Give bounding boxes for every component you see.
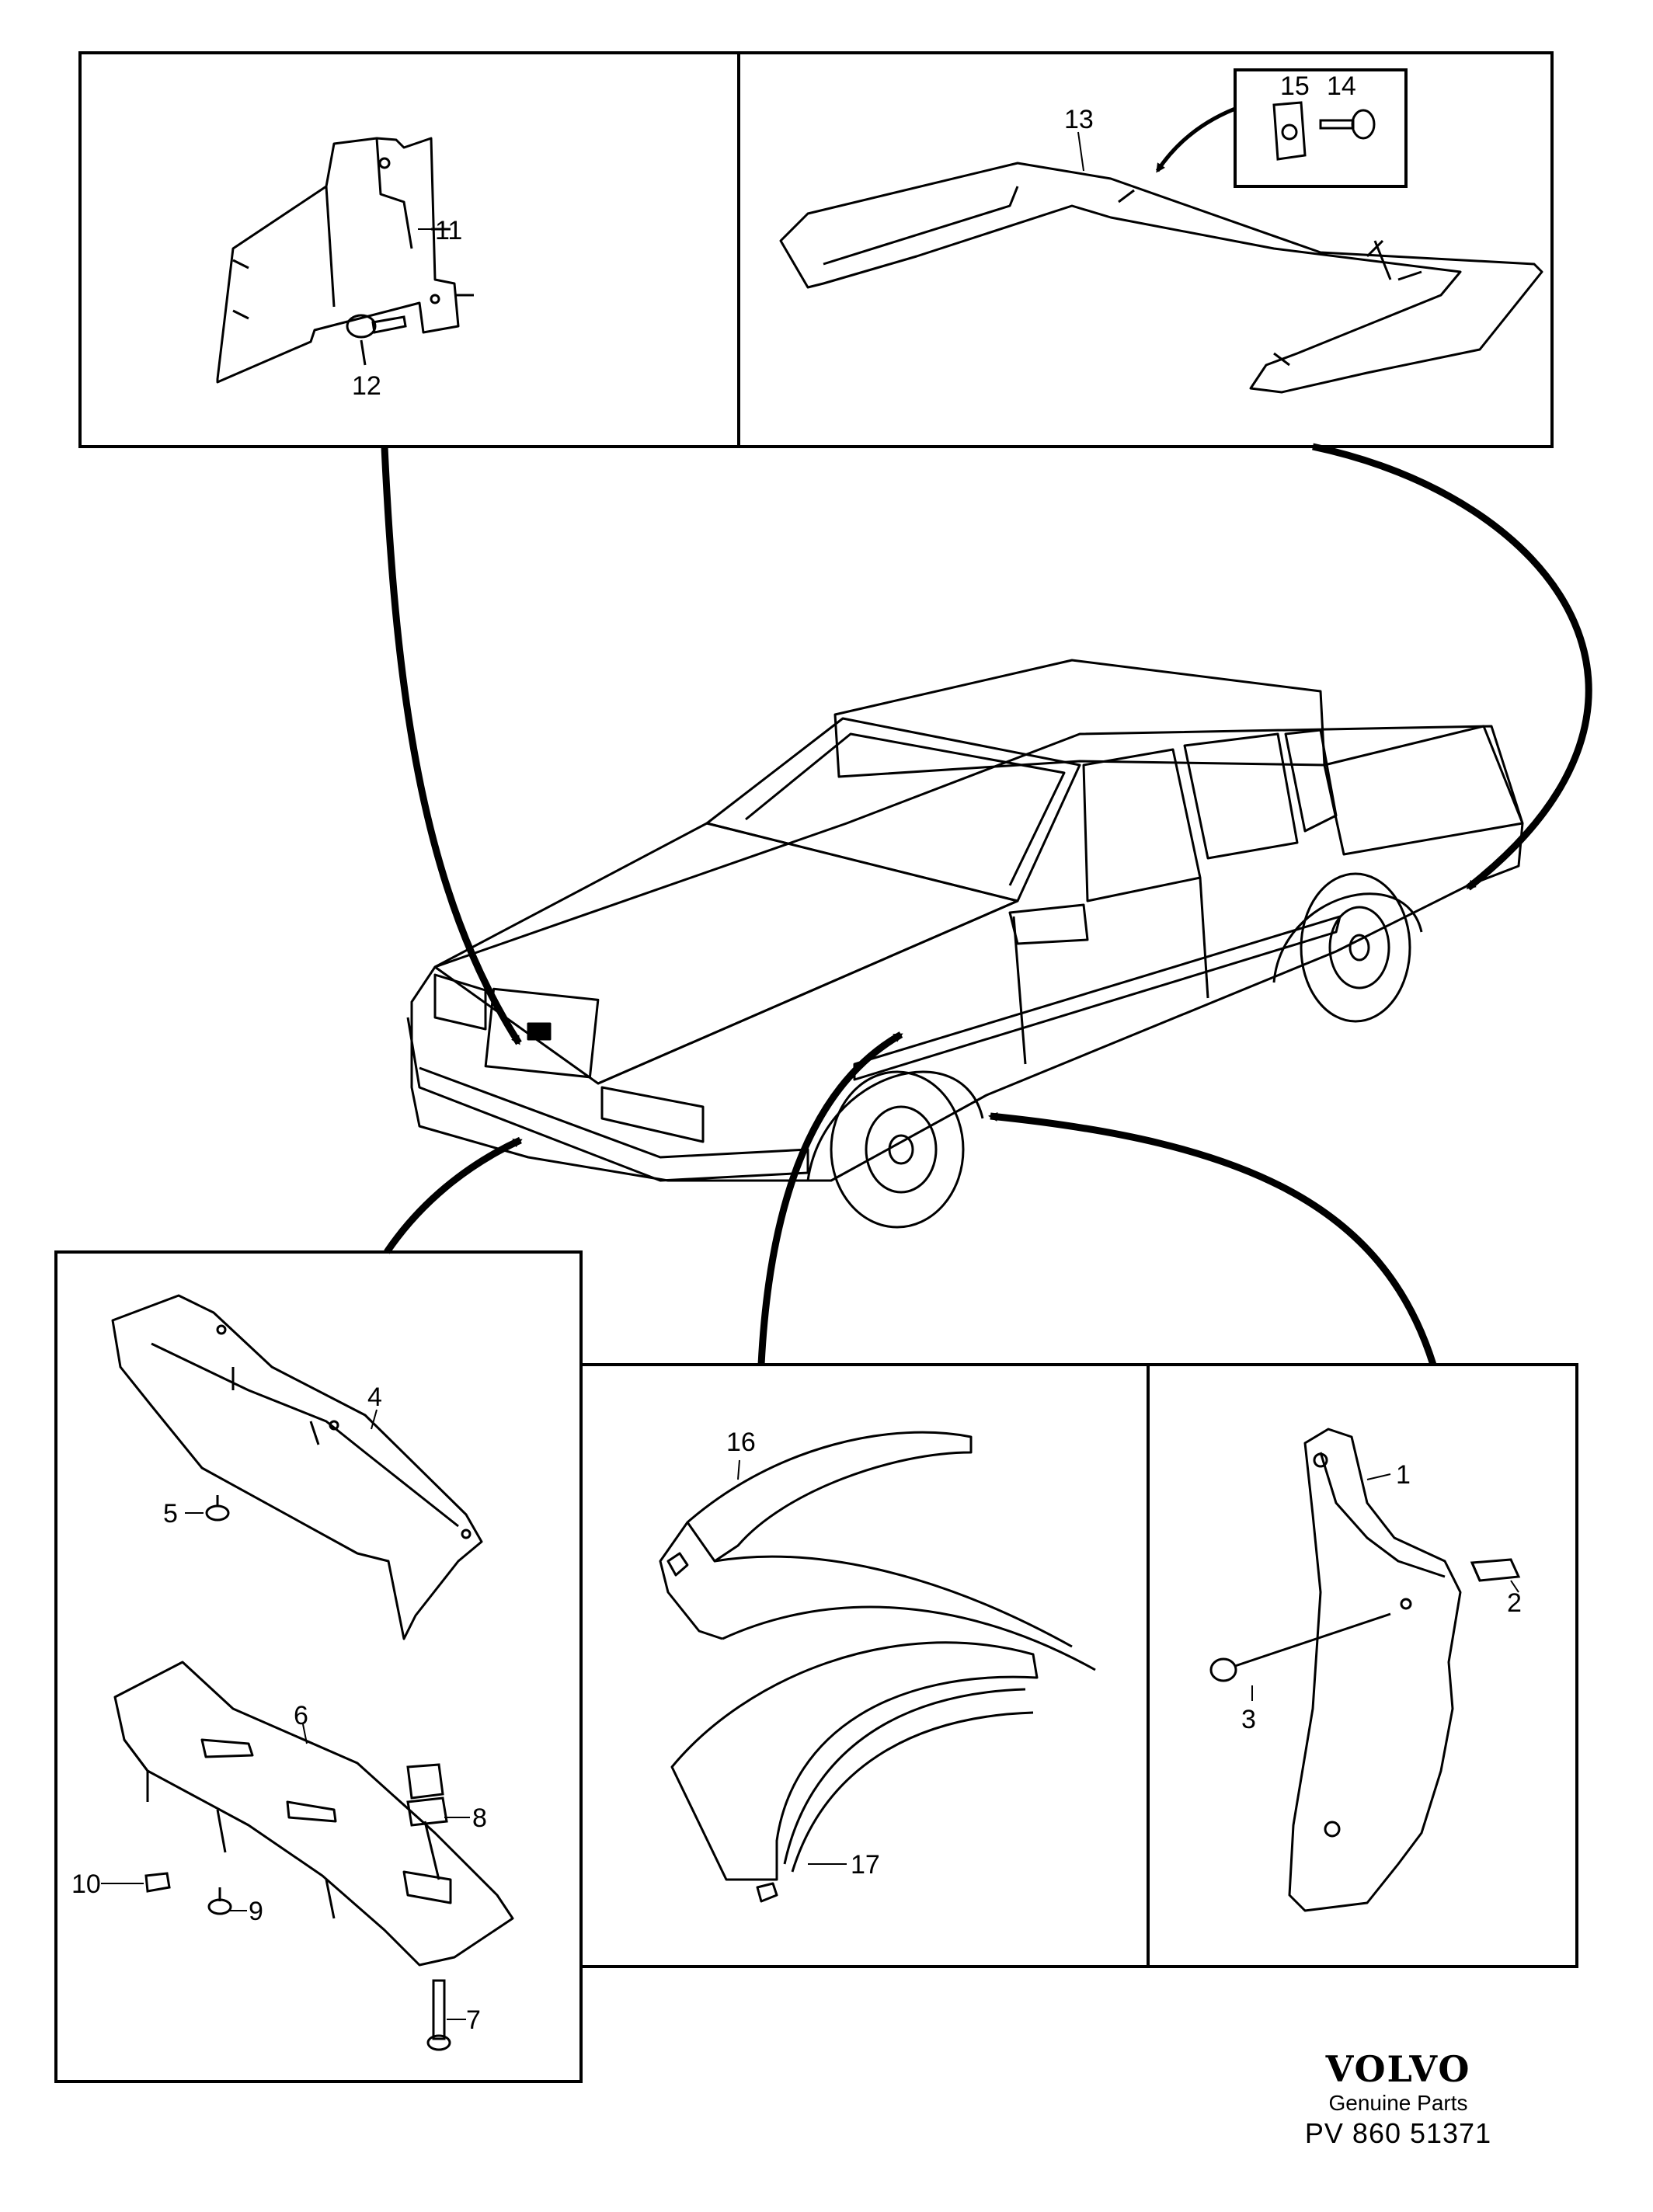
panel-underbody-shields (54, 1250, 583, 2083)
callout-15: 15 (1280, 71, 1310, 101)
part-number-code: PV 860 51371 (1304, 2117, 1492, 2149)
leader-mud-flap (988, 1111, 1437, 1366)
callout-7: 7 (466, 2005, 481, 2035)
screw-5-icon (205, 1495, 230, 1522)
screw-12-icon (346, 314, 407, 366)
clip-inset-box (1234, 68, 1408, 188)
callout-4: 4 (367, 1382, 382, 1412)
callout-16: 16 (726, 1428, 756, 1457)
callout-leaders-panel4 (737, 1459, 847, 1865)
leader-front-spoiler (384, 1136, 523, 1254)
callout-2: 2 (1507, 1588, 1522, 1618)
leader-13 (1077, 131, 1084, 172)
callout-11: 11 (435, 216, 462, 245)
callout-12: 12 (352, 371, 381, 401)
callout-3: 3 (1241, 1705, 1256, 1734)
volvo-logo: VOLVO (1325, 2048, 1471, 2090)
callout-6: 6 (294, 1701, 308, 1730)
arch-trim-17-part (670, 1641, 1039, 1903)
clip-nut-15-icon (1272, 101, 1307, 161)
screw-9-icon (207, 1887, 232, 1915)
shield-6-part (113, 1661, 514, 1967)
leader-clip-inset (1155, 106, 1236, 173)
panel-bracket-11-12 (78, 51, 740, 448)
brand-subtitle: Genuine Parts (1328, 2091, 1468, 2115)
car-illustration (406, 659, 1524, 1229)
arch-trim-16-part (659, 1431, 1096, 1671)
callout-17: 17 (851, 1850, 880, 1880)
callout-9: 9 (249, 1897, 263, 1926)
leader-rear-valance (1312, 443, 1592, 891)
clip-8-icon (406, 1763, 448, 1880)
callout-leaders-panel5 (1251, 1473, 1519, 1701)
mud-flap-part (1288, 1428, 1462, 1912)
screw-14-icon (1319, 109, 1376, 140)
callout-1: 1 (1396, 1460, 1411, 1490)
clip-2-icon (1470, 1558, 1521, 1582)
callout-leaders-panel3 (101, 1409, 470, 2020)
bracket-part (216, 137, 474, 384)
brand-block: VOLVO Genuine Parts PV 860 51371 (1274, 2049, 1522, 2150)
callout-10: 10 (71, 1869, 101, 1899)
bolt-7-icon (426, 1979, 451, 2051)
callout-5: 5 (163, 1499, 178, 1529)
callout-14: 14 (1327, 71, 1356, 101)
callout-8: 8 (472, 1803, 487, 1833)
panel-rear-valance-13 (737, 51, 1554, 448)
leader-front-grille (381, 446, 522, 1045)
rear-valance-part (779, 162, 1543, 394)
screw-3-icon (1209, 1612, 1391, 1682)
leader-wheel-arch (757, 1031, 903, 1365)
shield-4-part (111, 1294, 483, 1640)
panel-mud-flap (1147, 1363, 1578, 1968)
callout-13: 13 (1064, 105, 1094, 134)
nut-10-icon (144, 1872, 171, 1893)
